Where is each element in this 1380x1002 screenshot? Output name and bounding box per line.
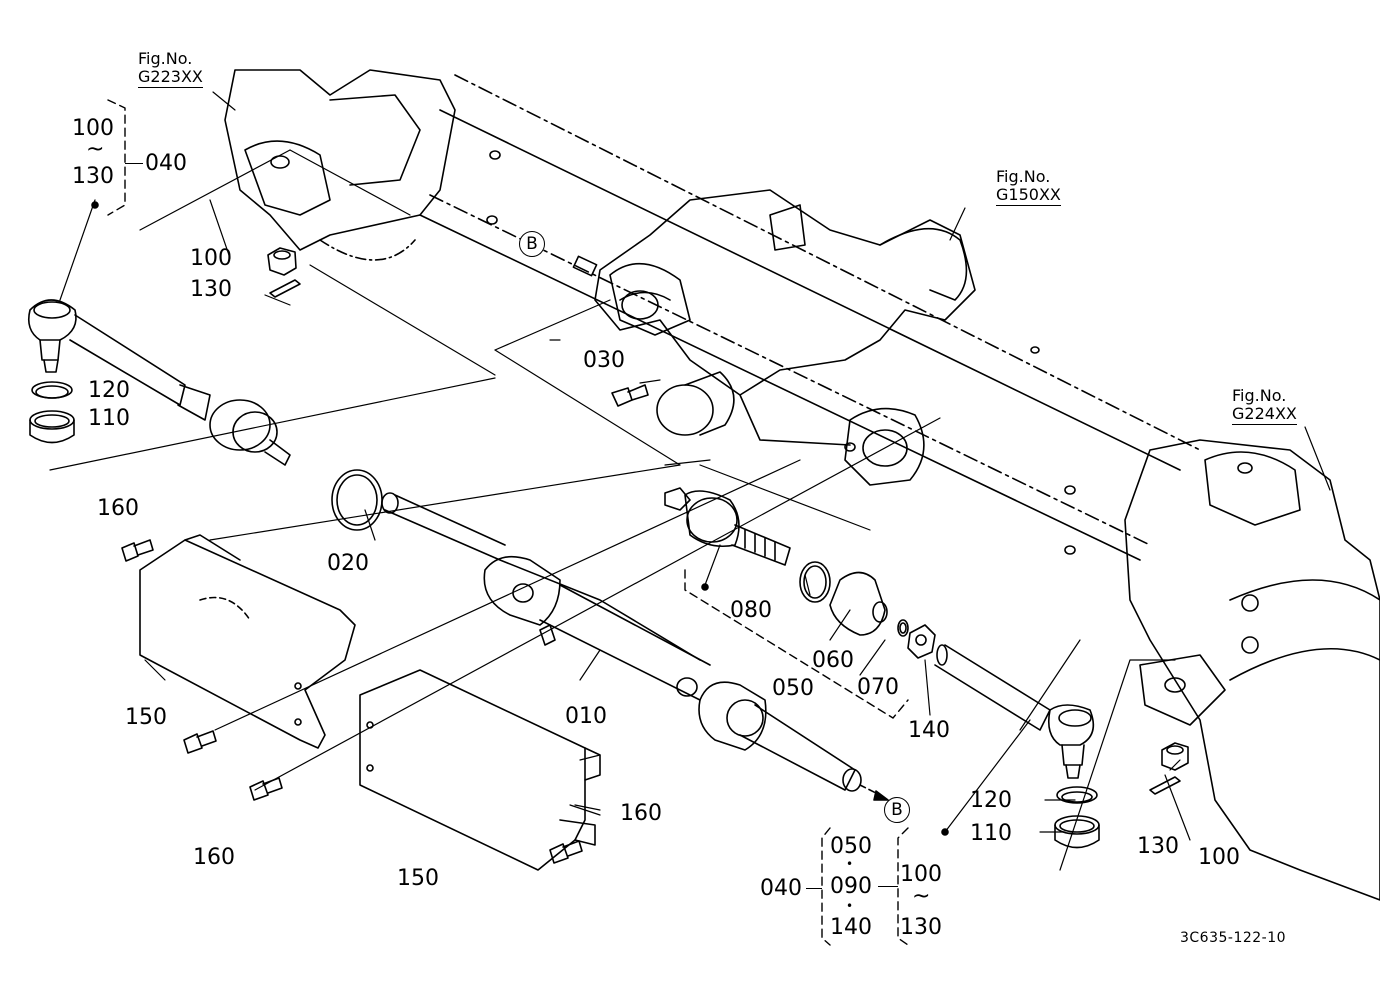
- bolts: [121, 384, 649, 864]
- label-160-a: 160: [97, 496, 139, 521]
- label-160-b: 160: [193, 845, 235, 870]
- dot-050-090: •: [846, 857, 854, 871]
- marker-b-top: B: [519, 231, 545, 257]
- group-brackets: [107, 99, 909, 946]
- label-100-right: 100: [1198, 845, 1240, 870]
- label-140: 140: [908, 718, 950, 743]
- fig-ref-right: Fig.No. G224XX: [1232, 386, 1297, 425]
- label-130-right: 130: [1137, 834, 1179, 859]
- bracket-tick-040-bottom: [806, 888, 822, 889]
- label-160-c: 160: [620, 801, 662, 826]
- label-070: 070: [857, 675, 899, 700]
- fig-ref-left-line1: Fig.No.: [138, 49, 193, 68]
- snap-ring: [331, 469, 383, 531]
- tilde-top: ~: [86, 137, 105, 162]
- label-050-group: 050: [830, 834, 872, 859]
- label-050: 050: [772, 676, 814, 701]
- fig-ref-left: Fig.No. G223XX: [138, 49, 203, 88]
- rings-left: [29, 381, 75, 444]
- bracket-tick-040-top: [125, 163, 143, 164]
- fig-ref-mid-line2: G150XX: [996, 185, 1061, 206]
- label-010: 010: [565, 704, 607, 729]
- tilde-bottom: ~: [912, 884, 931, 909]
- drawing-code: 3C635-122-10: [1180, 930, 1287, 946]
- label-110-right: 110: [970, 821, 1012, 846]
- cover-right: [359, 669, 601, 871]
- cylinder: [381, 492, 889, 801]
- label-020: 020: [327, 551, 369, 576]
- label-110-left: 110: [88, 406, 130, 431]
- fig-ref-right-line2: G224XX: [1232, 404, 1297, 425]
- label-100-top: 100: [72, 116, 114, 141]
- label-130-top: 130: [72, 164, 114, 189]
- label-080: 080: [730, 598, 772, 623]
- label-040-bottom: 040: [760, 876, 802, 901]
- marker-b-bottom: B: [884, 797, 910, 823]
- tie-rod-left: [27, 299, 291, 466]
- cover-left: [139, 534, 356, 749]
- fig-ref-mid-line1: Fig.No.: [996, 167, 1051, 186]
- label-090-group: 090: [830, 874, 872, 899]
- label-150-right: 150: [397, 866, 439, 891]
- label-130-left: 130: [190, 277, 232, 302]
- label-030: 030: [583, 348, 625, 373]
- label-100-group: 100: [900, 862, 942, 887]
- label-120-right: 120: [970, 788, 1012, 813]
- tie-rod-right: [934, 644, 1189, 849]
- label-060: 060: [812, 648, 854, 673]
- dot-090-140: •: [846, 899, 854, 913]
- fig-ref-mid: Fig.No. G150XX: [996, 167, 1061, 206]
- label-040-top: 040: [145, 151, 187, 176]
- inner-tie-rod: [664, 487, 791, 566]
- label-150-left: 150: [125, 705, 167, 730]
- bracket-tick-group: [878, 886, 898, 887]
- leader-lines: [49, 91, 1331, 871]
- nut-top: [267, 247, 301, 298]
- fig-ref-right-line1: Fig.No.: [1232, 386, 1287, 405]
- axle-housing: [224, 69, 1380, 901]
- label-100-left: 100: [190, 246, 232, 271]
- boot: [799, 561, 936, 659]
- label-130-group: 130: [900, 915, 942, 940]
- label-120-left: 120: [88, 378, 130, 403]
- label-140-group: 140: [830, 915, 872, 940]
- fig-ref-left-line2: G223XX: [138, 67, 203, 88]
- group-dots: [91, 201, 949, 836]
